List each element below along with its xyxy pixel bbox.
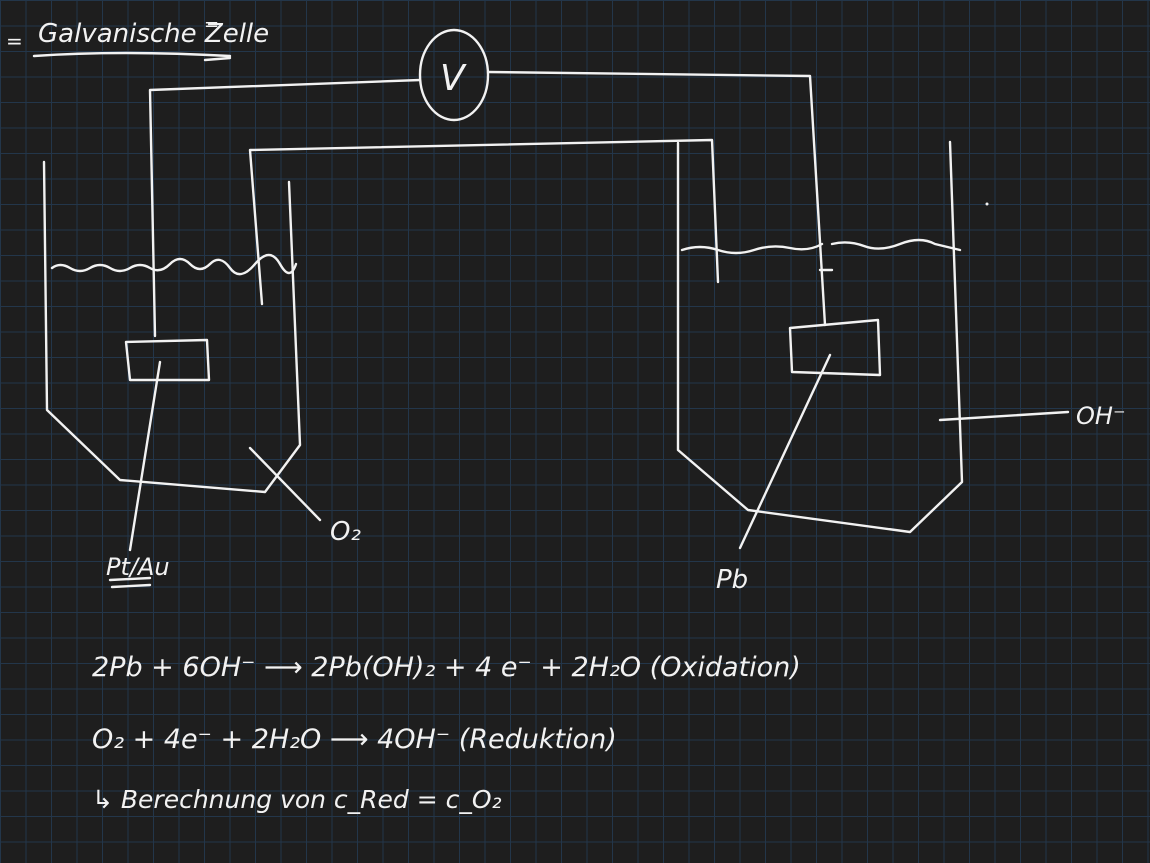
left-electrode [124, 338, 211, 382]
salt-bridge-helper [262, 145, 680, 304]
label-o2: O₂ [330, 517, 361, 547]
title-marker: = [204, 14, 219, 35]
right-beaker [676, 140, 964, 534]
right-beaker-outline [676, 140, 964, 534]
voltmeter-symbol: V [440, 58, 467, 99]
right-liquid-level [680, 238, 962, 255]
left-wire [148, 78, 422, 338]
left-beaker [42, 160, 302, 494]
equation-note: ↳ Berechnung von c_Red = c_O₂ [92, 785, 502, 814]
title-block: Galvanische Zelle = = [6, 14, 269, 62]
equation-reduction: O₂ + 4e⁻ + 2H₂O ⟶ 4OH⁻ (Reduktion) [92, 724, 617, 755]
voltmeter-circle [418, 28, 490, 122]
equation-oxidation: 2Pb + 6OH⁻ ⟶ 2Pb(OH)₂ + 4 e⁻ + 2H₂O (Oxi… [92, 652, 801, 683]
pb-leader [738, 353, 832, 550]
o2-leader [248, 446, 322, 522]
voltmeter: V [418, 28, 490, 122]
label-pb: Pb [716, 565, 748, 595]
label-pt-au: Pt/Au [106, 553, 170, 581]
pt-au-leader [128, 360, 162, 552]
right-electrode [788, 318, 882, 377]
title-bullet: = [6, 29, 23, 53]
title-underline-tail [203, 56, 232, 62]
title: Galvanische Zelle [38, 19, 269, 49]
salt-bridge [248, 138, 720, 306]
label-pt-au-underline [108, 576, 152, 589]
title-underline [32, 51, 232, 58]
label-oh: OH⁻ [1076, 402, 1126, 430]
right-wire [486, 70, 827, 327]
left-beaker-outline [42, 160, 302, 494]
oh-leader [938, 410, 1070, 422]
stray-dot [985, 202, 989, 206]
left-liquid-level [50, 253, 298, 276]
